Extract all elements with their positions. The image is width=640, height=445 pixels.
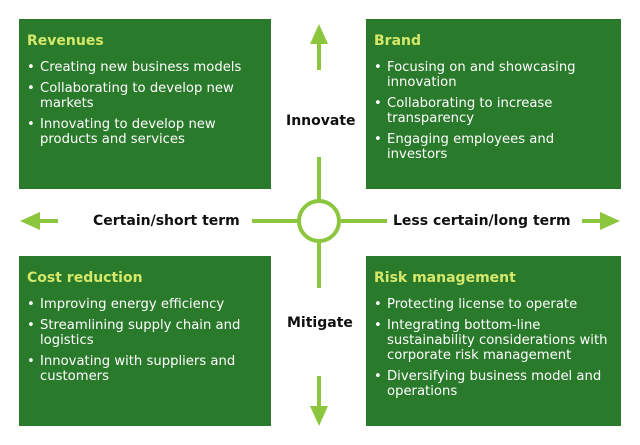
list-item: Engaging employees and investors xyxy=(374,132,613,162)
list-item: Innovating with suppliers and customers xyxy=(27,354,263,384)
bullet-list: Creating new business models Collaborati… xyxy=(27,60,263,147)
list-item: Creating new business models xyxy=(27,60,263,75)
bullet-list: Focusing on and showcasing innovation Co… xyxy=(374,60,613,162)
bullet-list: Improving energy efficiency Streamlining… xyxy=(27,297,263,384)
list-item: Collaborating to develop new markets xyxy=(27,81,263,111)
axis-label-mitigate: Mitigate xyxy=(287,315,353,331)
axis-label-less-certain: Less certain/long term xyxy=(393,213,571,229)
list-item: Improving energy efficiency xyxy=(27,297,263,312)
quadrant-brand: Brand Focusing on and showcasing innovat… xyxy=(366,19,621,189)
quadrant-risk-management: Risk management Protecting license to op… xyxy=(366,256,621,426)
quadrant-title: Cost reduction xyxy=(27,270,143,286)
quadrant-title: Brand xyxy=(374,33,422,49)
bullet-list: Protecting license to operate Integratin… xyxy=(374,297,613,399)
arrow-down-head xyxy=(310,406,328,426)
list-item: Collaborating to increase transparency xyxy=(374,96,613,126)
arrow-up-head xyxy=(310,24,328,44)
quadrant-revenues: Revenues Creating new business models Co… xyxy=(19,19,271,189)
quadrant-cost-reduction: Cost reduction Improving energy efficien… xyxy=(19,256,271,426)
list-item: Focusing on and showcasing innovation xyxy=(374,60,613,90)
arrow-left-head xyxy=(20,212,40,230)
axis-label-innovate: Innovate xyxy=(286,113,356,129)
center-circle xyxy=(297,199,341,243)
list-item: Integrating bottom-line sustainability c… xyxy=(374,318,613,363)
arrow-right-head xyxy=(600,212,620,230)
list-item: Diversifying business model and operatio… xyxy=(374,369,613,399)
list-item: Protecting license to operate xyxy=(374,297,613,312)
axis-label-certain: Certain/short term xyxy=(93,213,240,229)
list-item: Streamlining supply chain and logistics xyxy=(27,318,263,348)
quadrant-title: Risk management xyxy=(374,270,516,286)
list-item: Innovating to develop new products and s… xyxy=(27,117,263,147)
quadrant-title: Revenues xyxy=(27,33,104,49)
